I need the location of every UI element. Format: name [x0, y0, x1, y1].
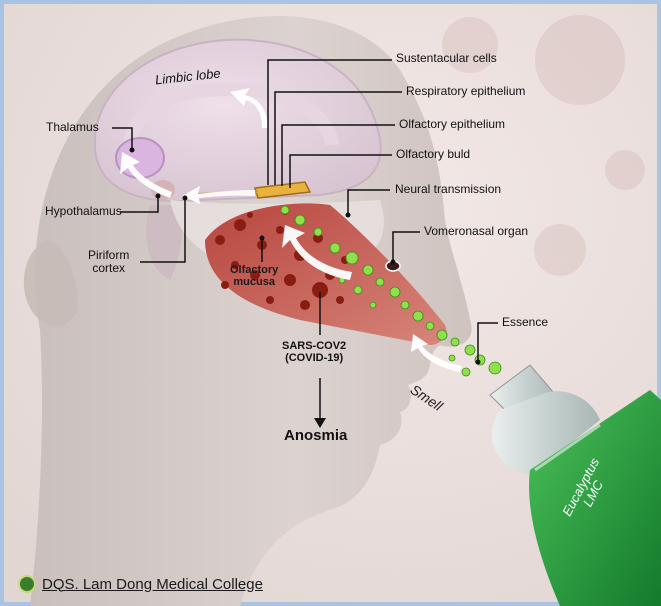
label-piriform-cortex: Piriform cortex — [88, 249, 129, 275]
label-olfactory-buld: Olfactory buld — [396, 148, 470, 161]
footer-credit: DQS. Lam Dong Medical College — [18, 575, 263, 593]
label-thalamus: Thalamus — [46, 121, 99, 134]
label-sars-cov2: SARS-COV2 (COVID-19) — [282, 340, 346, 364]
label-olfactory-mucusa: Olfactory mucusa — [230, 264, 278, 288]
label-neural-transmission: Neural transmission — [395, 183, 501, 196]
label-vomeronasal-organ: Vomeronasal organ — [424, 225, 528, 238]
footer-text: DQS. Lam Dong Medical College — [42, 576, 263, 593]
label-respiratory-epithelium: Respiratory epithelium — [406, 85, 525, 98]
label-olfactory-epithelium: Olfactory epithelium — [399, 118, 505, 131]
label-sustentacular-cells: Sustentacular cells — [396, 52, 497, 65]
label-hypothalamus: Hypothalamus — [45, 205, 122, 218]
college-logo-icon — [18, 575, 36, 593]
label-anosmia: Anosmia — [284, 428, 347, 445]
label-essence: Essence — [502, 316, 548, 329]
